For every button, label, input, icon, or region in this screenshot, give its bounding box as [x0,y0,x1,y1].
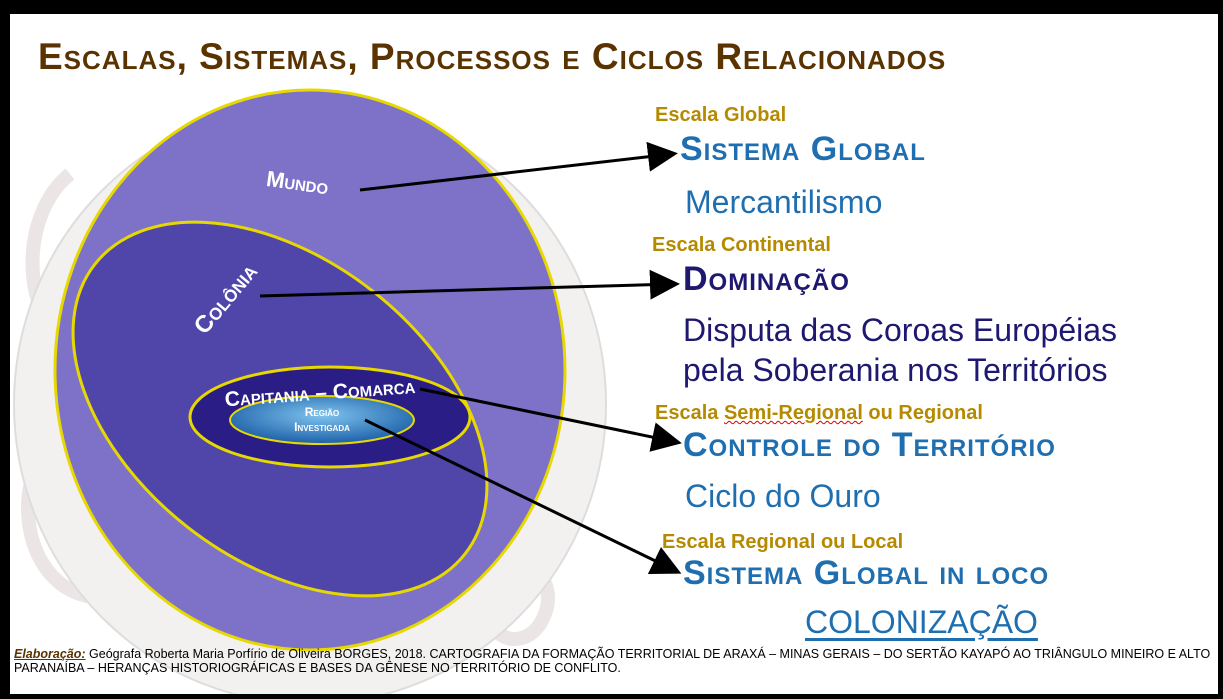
regiao-label-line1: Região [305,405,339,419]
arrow-colonia-to-dominacao [259,269,680,300]
scale-label-continental: Escala Continental [652,234,831,256]
regiao-label-line2: Investigada [294,420,350,434]
arrow-mundo-to-global [359,141,678,192]
credit-text: Geógrafa Roberta Maria Porfírio de Olive… [14,647,1211,675]
system-controle-territorio: Controle do Território [683,426,1056,464]
credit-footer: Elaboração: Geógrafa Roberta Maria Porfí… [14,647,1214,675]
system-global: Sistema Global [680,130,926,168]
scale-prefix: Escala [655,402,724,424]
process-disputa-line2: pela Soberania nos Territórios [683,352,1108,388]
arrow-capitania-to-controle [419,387,682,452]
process-colonizacao: COLONIZAÇÃO [805,604,1038,640]
process-mercantilismo: Mercantilismo [685,184,883,220]
system-global-in-loco: Sistema Global in loco [683,554,1050,592]
scale-label-regional-local: Escala Regional ou Local [662,531,904,553]
credit-lead: Elaboração: [14,647,86,661]
scale-label-semi-regional: Escala Semi-Regional ou Regional [655,402,983,425]
scale-label-global: Escala Global [655,104,787,126]
arrow-regiao-to-inloco [364,418,682,575]
process-disputa-line1: Disputa das Coroas Européias [683,312,1118,348]
system-dominacao: Dominação [683,260,850,298]
scale-semi-regional-word: Semi-Regional [723,402,863,424]
slide-panel: Escalas, Sistemas, Processos e Ciclos Re… [10,14,1218,694]
regiao-ellipse [229,395,415,445]
nested-scale-diagram: Mundo Colônia Capitania – Comarca Região… [13,88,682,694]
slide-title: Escalas, Sistemas, Processos e Ciclos Re… [38,36,947,77]
process-ciclo-do-ouro: Ciclo do Ouro [685,478,881,514]
scale-suffix: ou Regional [862,402,983,424]
